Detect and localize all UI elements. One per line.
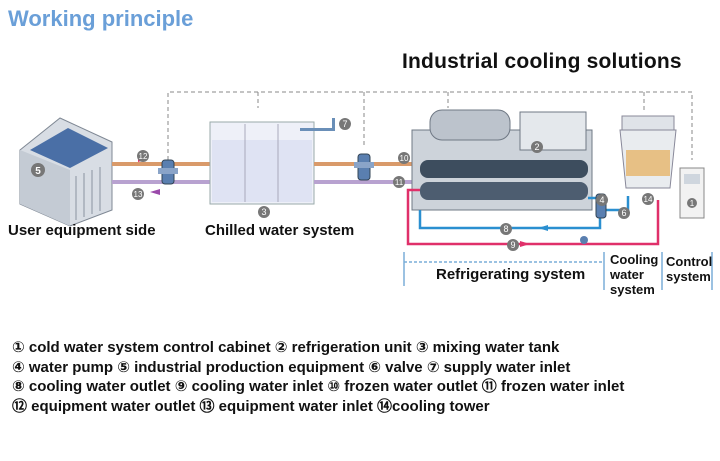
- page-heading: Working principle: [8, 6, 194, 31]
- control-dashed-lines: [167, 91, 693, 160]
- section-brackets: [403, 252, 713, 290]
- label-user-equipment-side: User equipment side: [8, 222, 156, 239]
- svg-text:3: 3: [261, 207, 266, 217]
- control-cabinet: 1: [679, 167, 705, 219]
- svg-text:9: 9: [510, 240, 515, 250]
- industrial-equipment-building: 5: [19, 117, 113, 227]
- svg-text:5: 5: [35, 166, 41, 177]
- svg-text:2: 2: [534, 142, 539, 152]
- legend-line: ④ water pump ⑤ industrial production equ…: [12, 358, 571, 376]
- refrigeration-unit: 2: [411, 109, 593, 211]
- svg-text:6: 6: [621, 208, 626, 218]
- svg-text:12: 12: [139, 152, 148, 161]
- marker-12: [137, 150, 149, 162]
- marker-3: [258, 206, 270, 218]
- marker-1: [687, 198, 697, 208]
- chilled-pipes: 10 11: [314, 152, 414, 188]
- marker-10: [398, 152, 410, 164]
- legend: ① cold water system control cabinet ② re…: [12, 338, 624, 416]
- svg-text:8: 8: [503, 224, 508, 234]
- marker-13: [132, 188, 144, 200]
- label-control-system: Control system: [666, 254, 713, 284]
- supply-water-inlet: 7: [300, 118, 351, 131]
- user-side-pump: [158, 159, 178, 185]
- label-refrigerating-system: Refrigerating system: [436, 266, 586, 283]
- marker-14: [642, 193, 654, 205]
- legend-line: ⑫ equipment water outlet ⑬ equipment wat…: [12, 397, 490, 415]
- cooling-tower: 14: [619, 115, 677, 205]
- marker-4: [596, 194, 608, 206]
- marker-8: [500, 223, 512, 235]
- valve-icon: [580, 236, 588, 244]
- cooling-pump: 4: [595, 193, 608, 219]
- marker-2: [531, 141, 543, 153]
- marker-9: [507, 239, 519, 251]
- marker-5: [31, 163, 45, 177]
- marker-11: [393, 176, 405, 188]
- marker-6: [618, 207, 630, 219]
- svg-text:10: 10: [400, 154, 409, 163]
- label-cooling-water-system: Cooling water system: [610, 252, 659, 297]
- user-side-pipes: 12 13: [112, 150, 212, 200]
- svg-text:13: 13: [134, 190, 143, 199]
- svg-text:11: 11: [395, 178, 404, 187]
- svg-text:1: 1: [690, 199, 695, 208]
- marker-7: [339, 118, 351, 130]
- svg-text:4: 4: [599, 195, 604, 205]
- mixing-water-tank: 3: [209, 121, 315, 218]
- legend-line: ⑧ cooling water outlet ⑨ cooling water i…: [12, 378, 625, 395]
- diagram-title: Industrial cooling solutions: [402, 50, 682, 73]
- control-line-main: [167, 91, 693, 160]
- svg-text:14: 14: [644, 195, 653, 204]
- label-chilled-water-system: Chilled water system: [205, 222, 355, 239]
- svg-text:7: 7: [342, 119, 347, 129]
- chilled-pump: [354, 153, 374, 181]
- legend-line: ① cold water system control cabinet ② re…: [12, 339, 560, 356]
